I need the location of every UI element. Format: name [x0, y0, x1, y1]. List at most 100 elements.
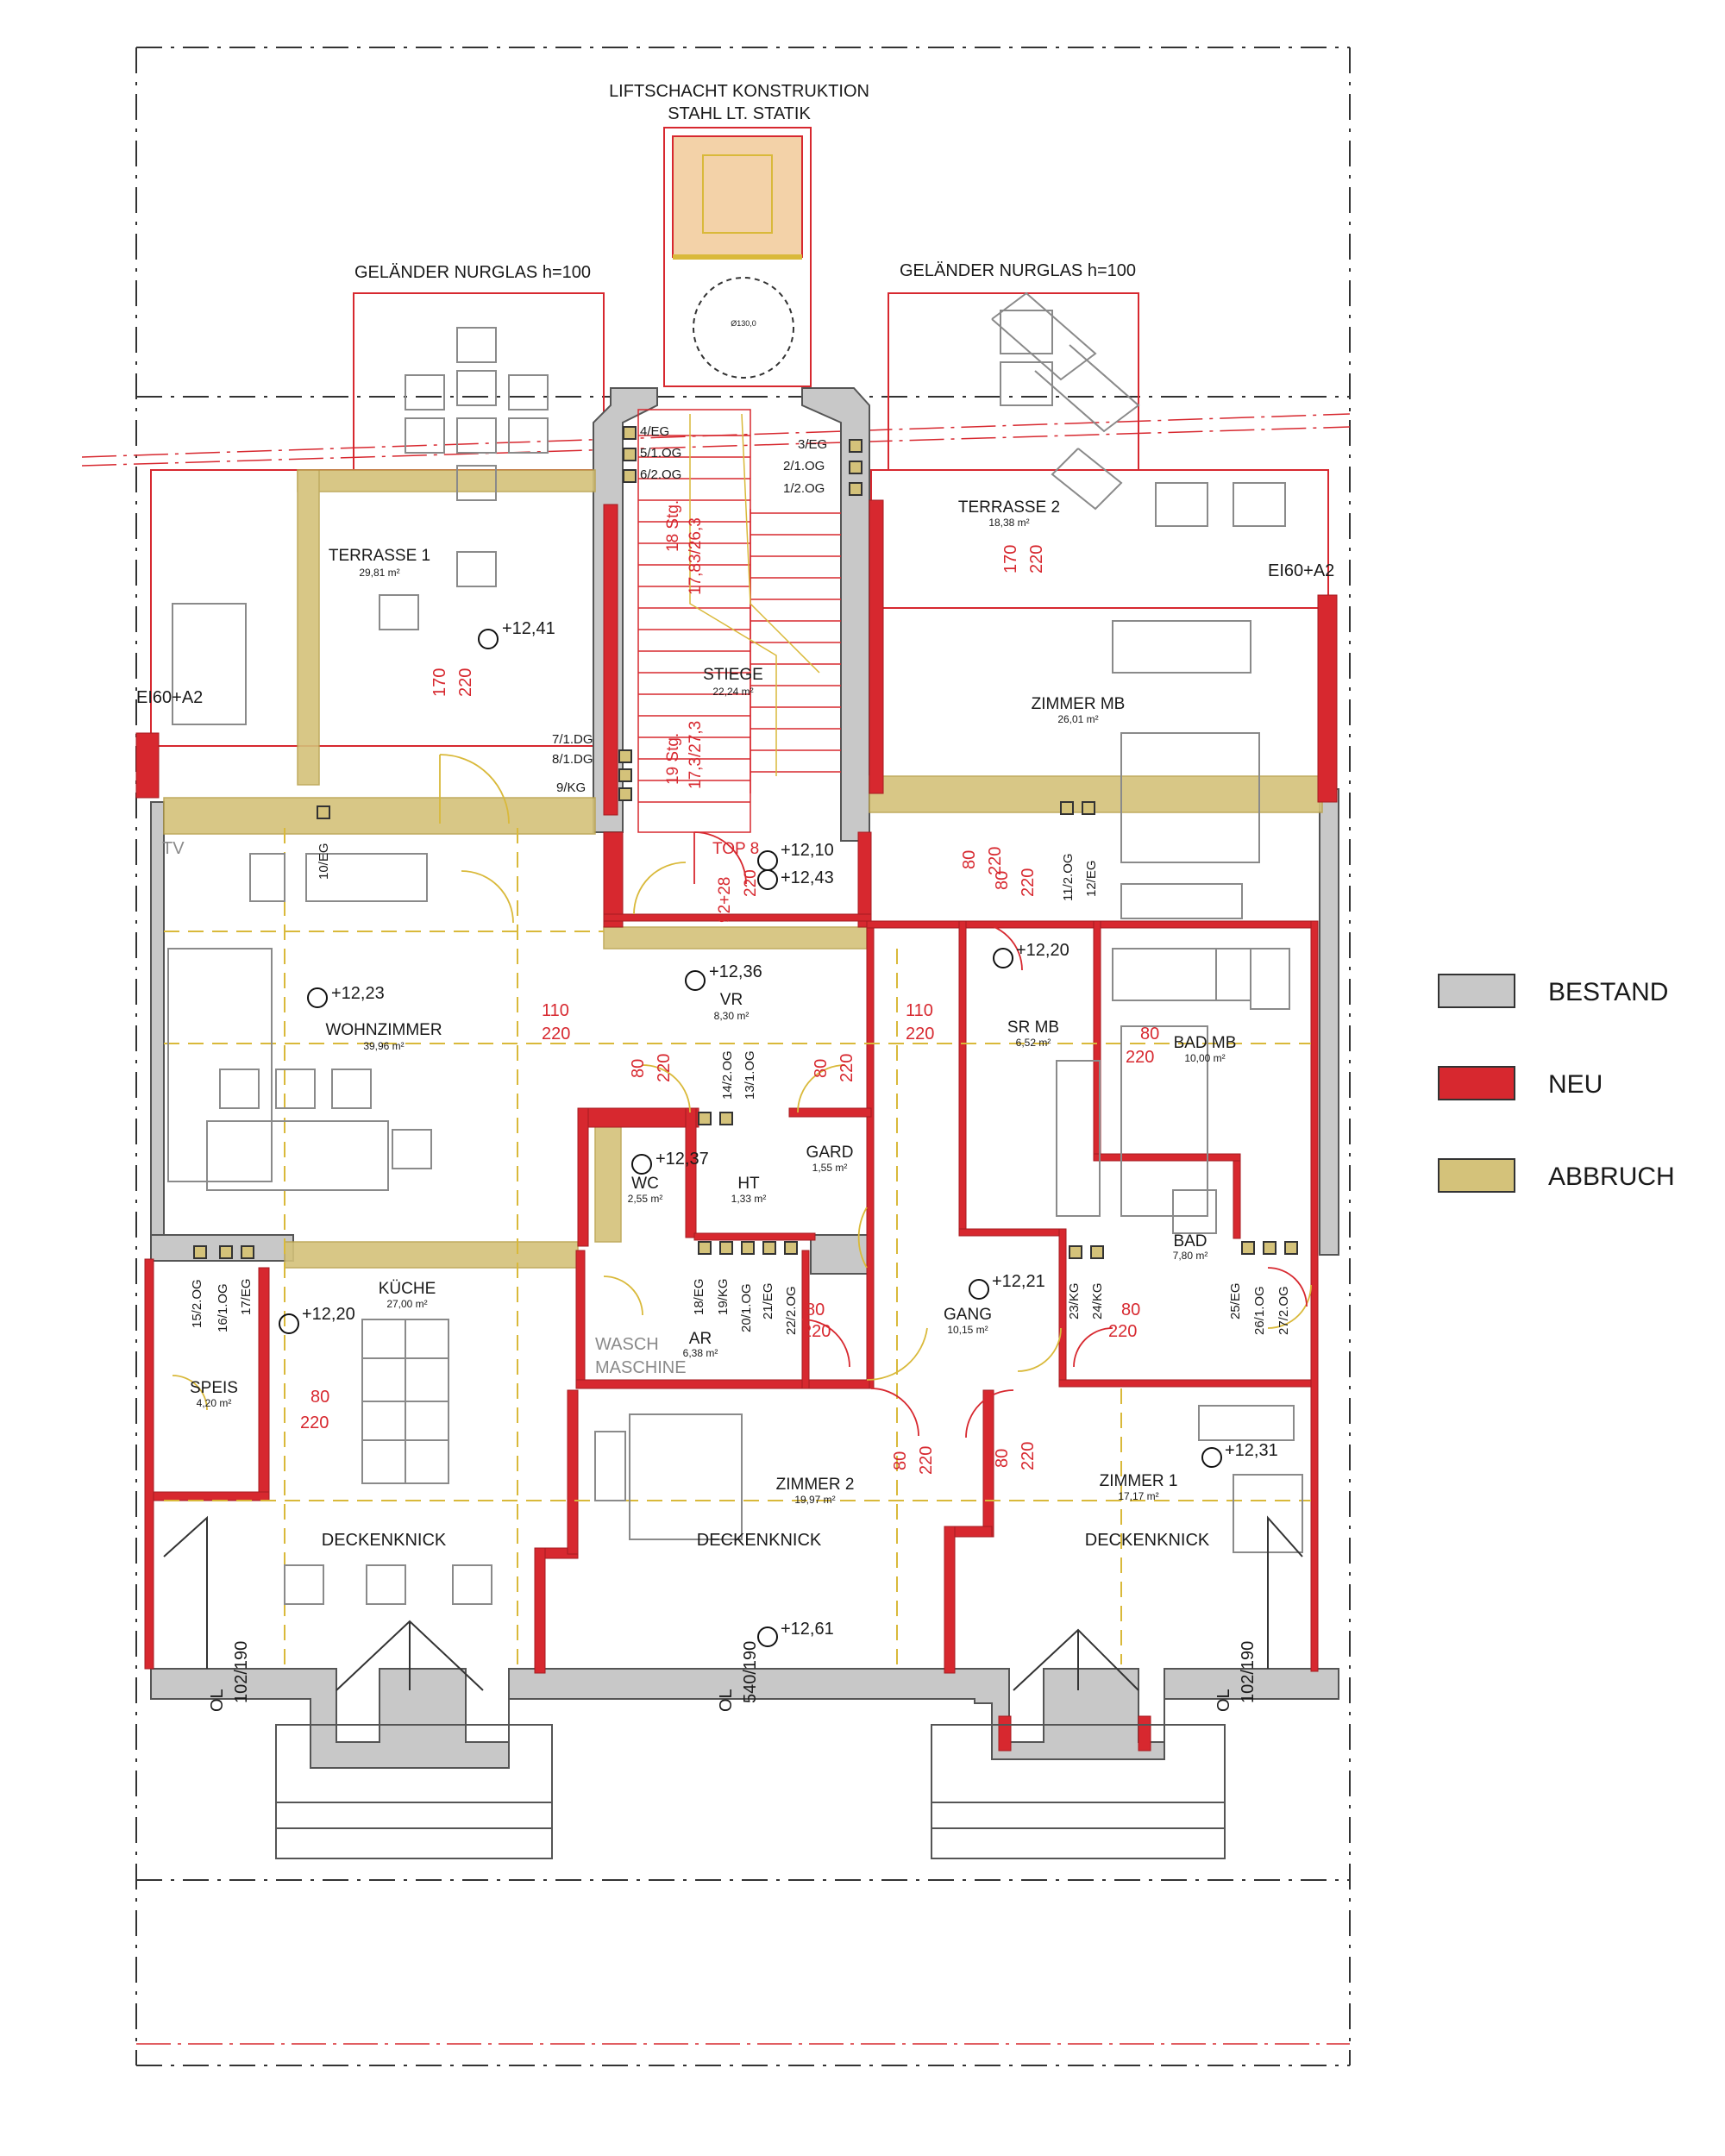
door-dimensions: 170 220 170 220 80 220 110 220 80 220 80… [300, 545, 1159, 1475]
shaft-label: 11/2.OG [1061, 853, 1076, 901]
level-label: +12,37 [656, 1150, 709, 1169]
shaft-squares [193, 426, 1298, 1259]
room-name: WOHNZIMMER [325, 1021, 442, 1039]
room-area: 29,81 m² [359, 567, 399, 579]
shaft-label: 2/1.OG [783, 459, 825, 473]
lift-shaft [663, 127, 812, 387]
door-height: 220 [837, 1054, 856, 1082]
shaft-label: 8/1.DG [552, 752, 593, 767]
washer-label-2: MASCHINE [595, 1358, 687, 1377]
room-area: 17,17 m² [1118, 1490, 1158, 1502]
lift-heading: LIFTSCHACHT KONSTRUKTION [609, 82, 869, 101]
headings: LIFTSCHACHT KONSTRUKTION STAHL LT. STATI… [354, 82, 1136, 328]
room-name: SR MB [1007, 1018, 1059, 1037]
fire-rating-label: EI60+A2 [136, 688, 203, 707]
room-name: GANG [944, 1306, 992, 1324]
door-width: 80 [310, 1388, 329, 1407]
room-area: 18,38 m² [988, 517, 1029, 529]
ol-dim: 102/190 [232, 1641, 251, 1703]
dormers [163, 1515, 1303, 1691]
door-width: 80 [806, 1300, 825, 1319]
stair-labels: 18 Stg. 17,83/26,3 19 Stg. 17,3/27,3 TOP… [664, 500, 760, 923]
ceiling-break-label: DECKENKNICK [322, 1531, 447, 1550]
door-height: 220 [655, 1054, 674, 1082]
door-height: 220 [906, 1025, 934, 1044]
room-area: 2,55 m² [628, 1193, 663, 1205]
door-swings-red [693, 831, 1308, 1438]
room-area: 1,33 m² [731, 1193, 767, 1205]
door-height: 220 [542, 1025, 570, 1044]
level-label: +12,23 [331, 984, 385, 1003]
top8-dim: 92+28 [716, 877, 734, 923]
shaft-label: 27/2.OG [1276, 1286, 1291, 1335]
level-label: +12,31 [1225, 1441, 1278, 1460]
legend-swatch-neu [1438, 1066, 1515, 1100]
shaft-label: 3/EG [798, 437, 827, 452]
site-boundary [135, 47, 1351, 2066]
red-ref-lines [81, 413, 1351, 2045]
stair-upper-dim: 17,83/26,3 [687, 517, 705, 595]
annotations: EI60+A2 EI60+A2 DECKENKNICK DECKENKNICK … [136, 561, 1334, 1712]
room-area: 19,97 m² [794, 1494, 835, 1506]
legend-label-neu: NEU [1548, 1070, 1603, 1099]
shaft-label: 16/1.OG [216, 1283, 230, 1332]
door-width: 80 [1121, 1300, 1140, 1319]
structural-dash-lines [164, 828, 1311, 1664]
shaft-label: 13/1.OG [743, 1050, 757, 1100]
door-width: 80 [993, 1449, 1012, 1468]
balconies [275, 1724, 1226, 1859]
shaft-label: 12/EG [1084, 860, 1099, 897]
furniture [167, 291, 1303, 1605]
tv-label: TV [162, 839, 185, 858]
door-width: 170 [430, 668, 449, 697]
door-width: 80 [1140, 1025, 1159, 1044]
door-height: 220 [456, 668, 475, 697]
railing-left-label: GELÄNDER NURGLAS h=100 [354, 263, 591, 282]
stair-yellow [689, 413, 820, 776]
shaft-label: 19/KG [716, 1278, 731, 1315]
shaft-label: 6/2.OG [640, 467, 681, 482]
room-name: HT [737, 1175, 760, 1193]
shaft-label: 18/EG [692, 1278, 706, 1315]
legend-label-abbruch: ABBRUCH [1548, 1163, 1675, 1191]
level-symbols [279, 629, 1222, 1647]
door-width: 80 [891, 1451, 910, 1470]
legend-swatch-abbruch [1438, 1158, 1515, 1193]
fire-rating-label: EI60+A2 [1268, 561, 1334, 580]
top8-label: TOP 8 [712, 840, 759, 858]
room-area: 1,55 m² [812, 1162, 848, 1174]
ol-dim: 540/190 [741, 1641, 760, 1703]
ol-label: OL [1214, 1689, 1233, 1712]
room-name: ZIMMER 1 [1100, 1472, 1178, 1490]
ceiling-break-label: DECKENKNICK [697, 1531, 822, 1550]
ol-label: OL [717, 1689, 736, 1712]
level-label: +12,41 [502, 619, 555, 638]
room-name: ZIMMER MB [1032, 695, 1126, 713]
legend-swatch-bestand [1438, 974, 1515, 1008]
room-area: 22,24 m² [712, 686, 753, 698]
room-name: TERRASSE 2 [958, 498, 1060, 517]
stair-upper-steps: 18 Stg. [664, 500, 682, 552]
door-height: 220 [802, 1322, 831, 1341]
room-name: STIEGE [703, 666, 763, 684]
legend: BESTAND NEU ABBRUCH [1438, 974, 1675, 1193]
shaft-label: 9/KG [556, 780, 586, 795]
top8-dim2: 220 [742, 869, 760, 897]
room-area: 7,80 m² [1173, 1250, 1208, 1262]
level-label: +12,20 [1016, 941, 1070, 960]
new-walls [135, 499, 1338, 1752]
room-area: 39,96 m² [363, 1040, 404, 1052]
door-width: 170 [1001, 545, 1020, 573]
room-name: SPEIS [190, 1379, 238, 1397]
stair-lower-dim: 17,3/27,3 [687, 721, 705, 789]
level-label: +12,36 [709, 962, 762, 981]
shaft-label: 17/EG [239, 1278, 254, 1315]
level-label: +12,20 [302, 1305, 355, 1324]
room-name: WC [631, 1175, 659, 1193]
room-name: GARD [806, 1144, 854, 1162]
washer-label-1: WASCH [595, 1335, 659, 1354]
level-label: +12,61 [781, 1620, 834, 1639]
door-width: 80 [629, 1059, 648, 1078]
existing-walls [150, 387, 1339, 1769]
